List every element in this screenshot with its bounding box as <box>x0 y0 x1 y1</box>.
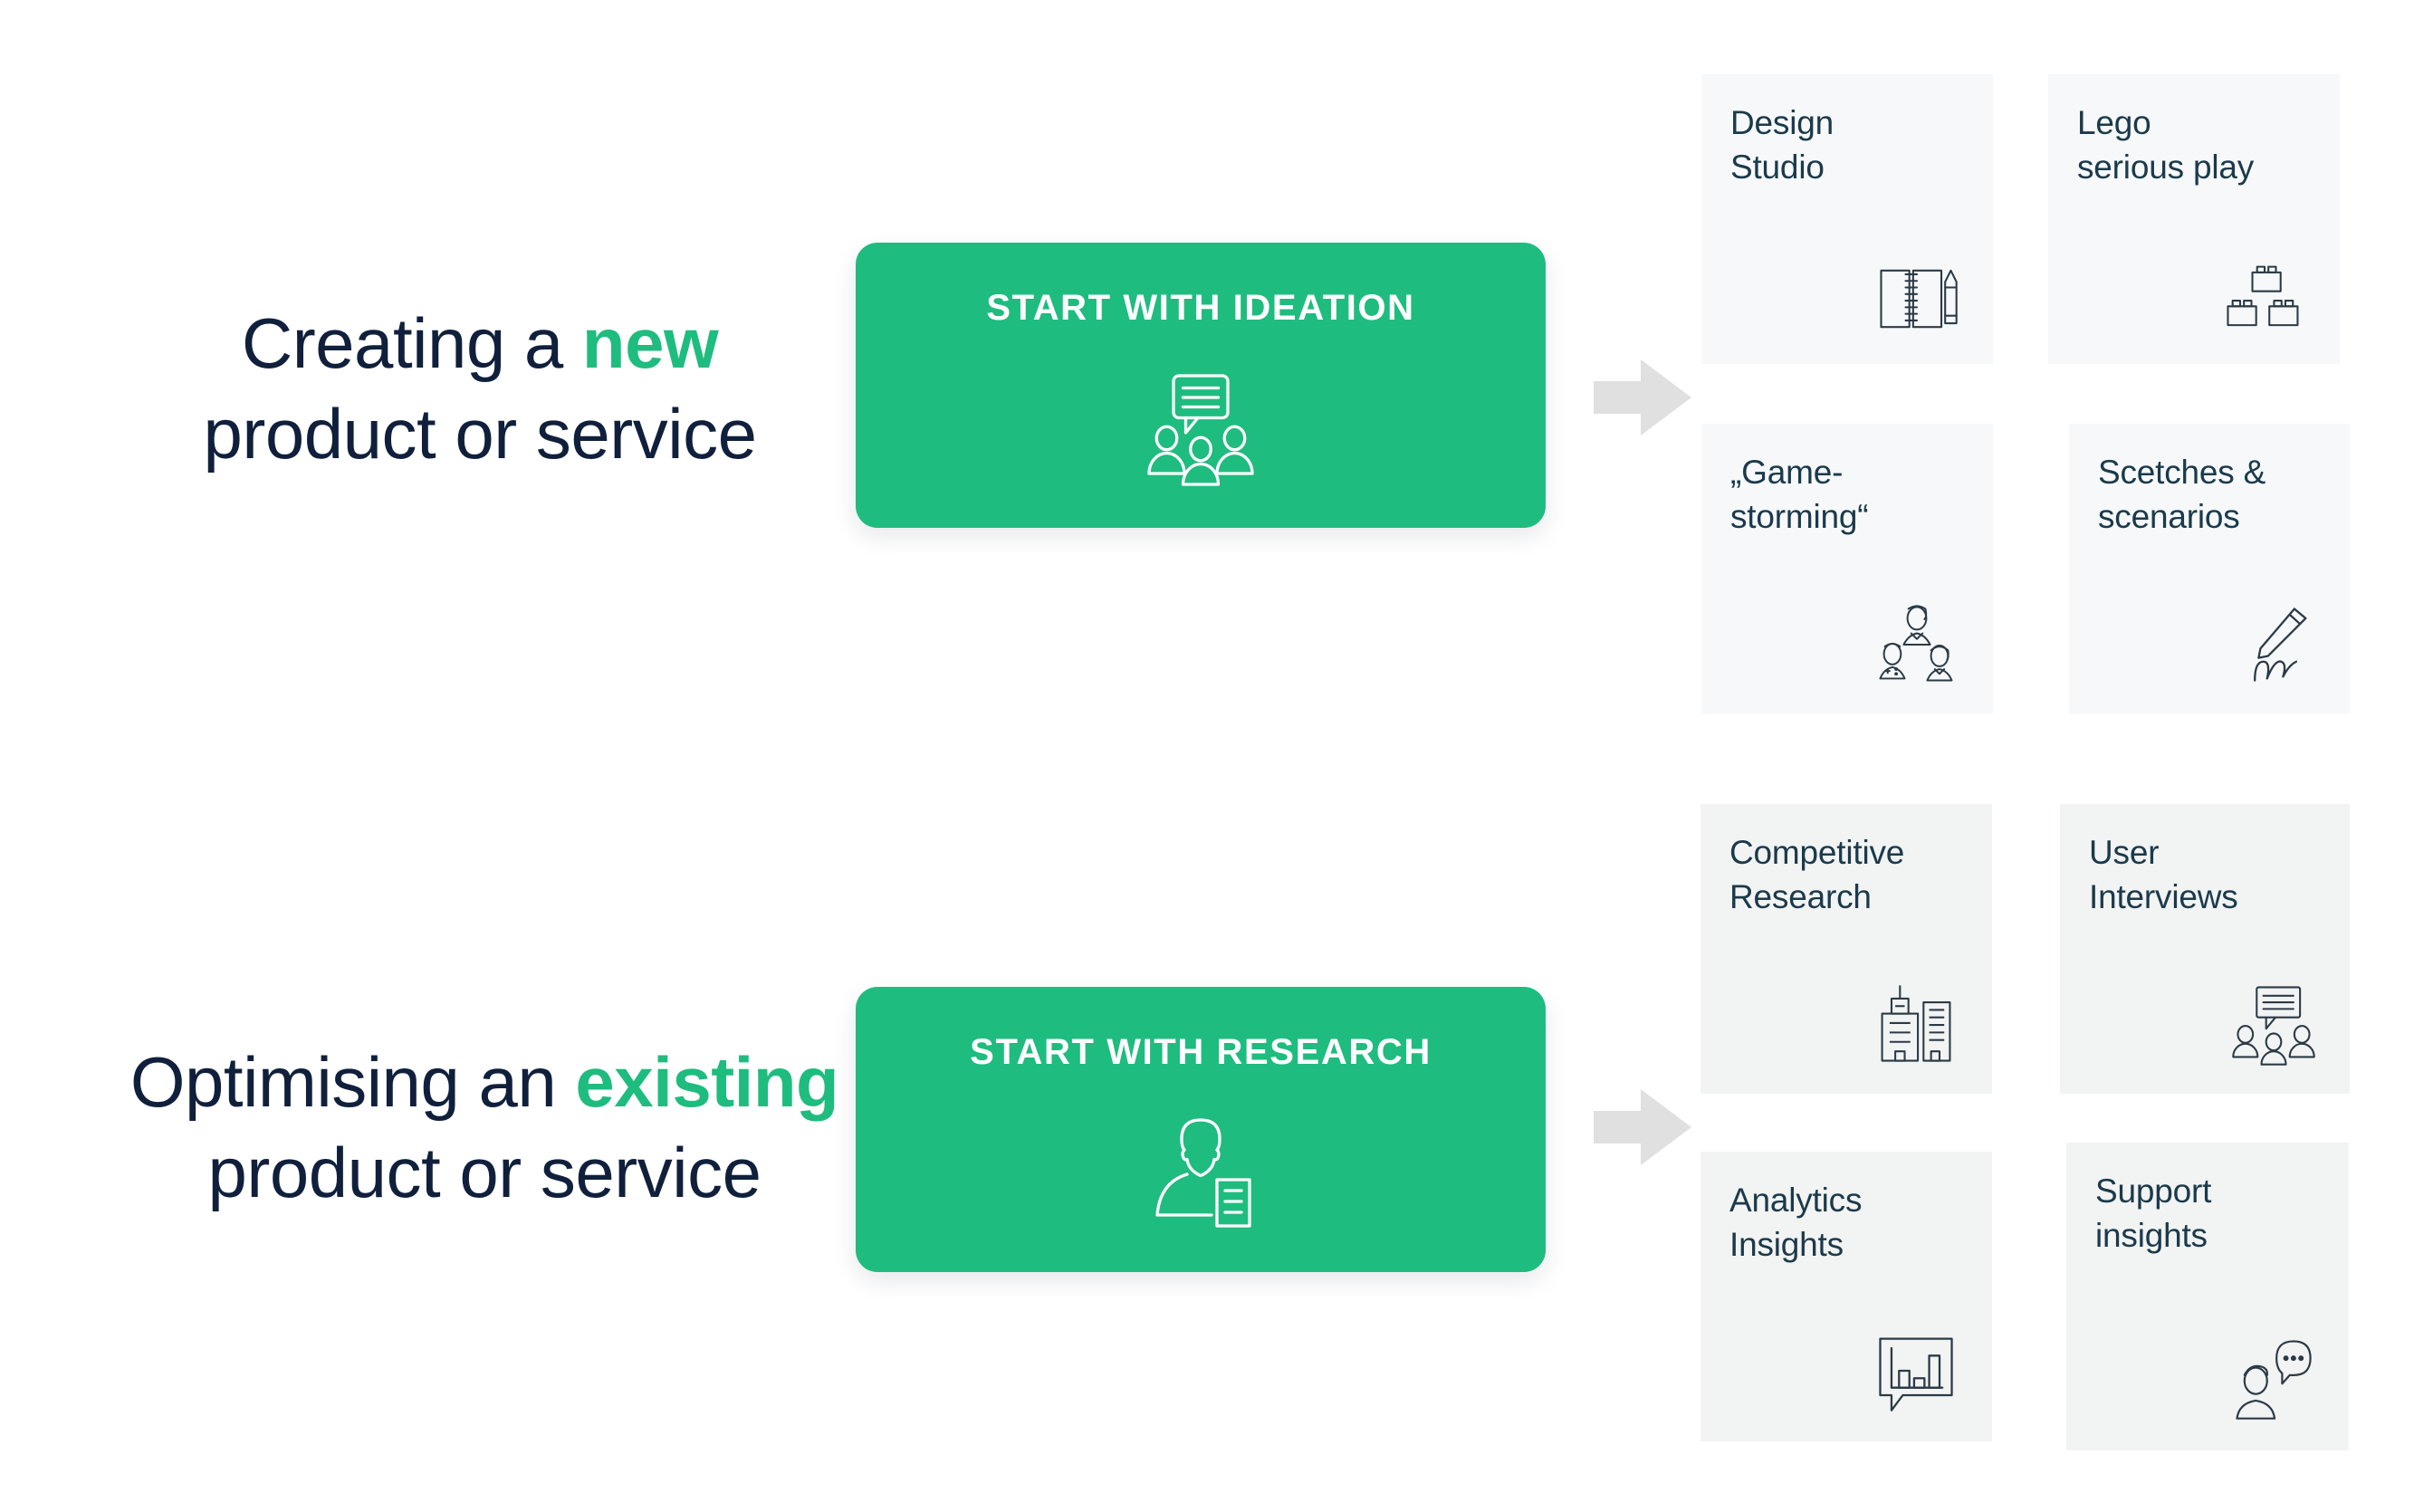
card-design-studio[interactable]: Design Studio <box>1701 74 1993 364</box>
card-support-insights[interactable]: Support insights <box>2066 1143 2349 1450</box>
headline-line-2: product or service <box>207 1132 762 1212</box>
card-label: Support insights <box>2095 1172 2212 1254</box>
headline-creating-new: Creating a new product or service <box>109 299 851 480</box>
start-research-title: START WITH RESEARCH <box>970 1032 1432 1072</box>
card-label: „Game- storming“ <box>1730 454 1869 535</box>
card-label: Analytics Insights <box>1729 1182 1863 1263</box>
lego-bricks-icon <box>2217 243 2311 337</box>
pen-signature-icon <box>2227 592 2321 686</box>
card-label: Scetches & scenarios <box>2098 454 2266 535</box>
card-sketches-scenarios[interactable]: Scetches & scenarios <box>2069 424 2350 713</box>
buildings-icon <box>1869 972 1963 1067</box>
headline-prefix: Optimising an <box>129 1042 576 1122</box>
card-label: Lego serious play <box>2077 104 2255 186</box>
arrow-right-icon-research <box>1594 1089 1691 1165</box>
card-lego-serious-play[interactable]: Lego serious play <box>2048 74 2340 364</box>
start-ideation-title: START WITH IDEATION <box>986 288 1415 328</box>
person-chat-icon <box>2226 1329 2320 1423</box>
bar-chart-bubble-icon <box>1869 1320 1963 1414</box>
people-group-icon <box>1870 592 1964 686</box>
start-with-research-button[interactable]: START WITH RESEARCH <box>856 987 1546 1272</box>
card-competitive-research[interactable]: Competitive Research <box>1700 804 1992 1094</box>
card-analytics-insights[interactable]: Analytics Insights <box>1700 1152 1992 1441</box>
headline-line-2: product or service <box>203 393 757 474</box>
person-document-icon <box>1133 1104 1269 1239</box>
group-discussion-icon <box>1133 359 1269 495</box>
notebook-pencil-icon <box>1870 243 1964 337</box>
card-gamestorming[interactable]: „Game- storming“ <box>1701 424 1993 713</box>
card-label: Design Studio <box>1730 104 1834 186</box>
card-label: User Interviews <box>2089 834 2238 915</box>
headline-accent-new: new <box>581 303 719 383</box>
headline-line-1: Creating a new <box>109 299 851 389</box>
arrow-right-icon-ideation <box>1594 359 1691 435</box>
headline-prefix: Creating a <box>241 303 582 383</box>
start-with-ideation-button[interactable]: START WITH IDEATION <box>856 243 1546 528</box>
card-label: Competitive Research <box>1729 834 1905 915</box>
headline-line-1: Optimising an existing <box>54 1038 915 1128</box>
headline-optimising-existing: Optimising an existing product or servic… <box>54 1038 915 1219</box>
headline-accent-existing: existing <box>575 1042 839 1122</box>
interview-group-icon <box>2227 972 2321 1067</box>
card-user-interviews[interactable]: User Interviews <box>2060 804 2350 1094</box>
